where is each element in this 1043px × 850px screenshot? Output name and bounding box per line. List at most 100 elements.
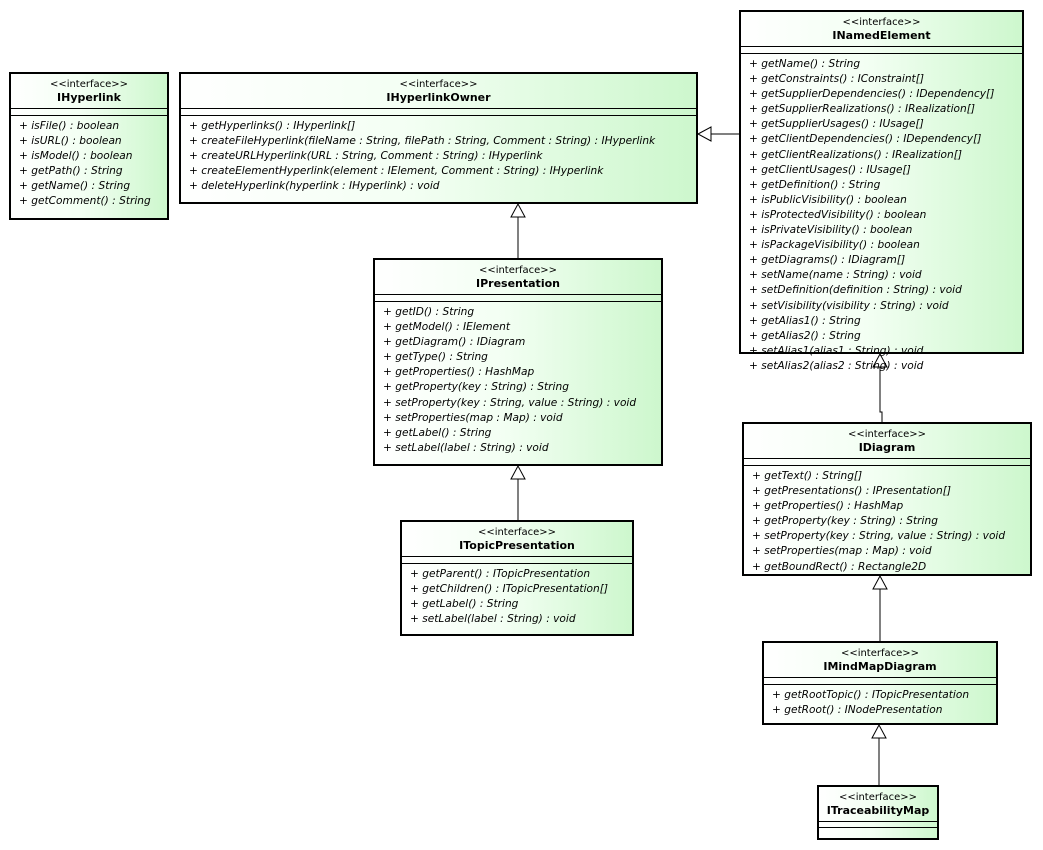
operation: + setLabel(label : String) : void bbox=[410, 613, 576, 626]
class-header: <<interface>> IHyperlink bbox=[11, 74, 167, 109]
operation: + setProperties(map : Map) : void bbox=[383, 411, 563, 424]
operation: + isModel() : boolean bbox=[19, 150, 133, 163]
operation: + getProperty(key : String) : String bbox=[752, 515, 938, 528]
class-name: IDiagram bbox=[858, 441, 916, 454]
operation: + createFileHyperlink(fileName : String,… bbox=[189, 135, 656, 148]
operations-compartment: + getID() : String + getModel() : IEleme… bbox=[375, 302, 661, 456]
class-header: <<interface>> IPresentation bbox=[375, 260, 661, 295]
operation: + setAlias1(alias1 : String) : void bbox=[749, 344, 924, 357]
operation: + getModel() : IElement bbox=[383, 321, 511, 334]
operation: + getClientDependencies() : IDependency[… bbox=[749, 133, 982, 146]
stereotype-label: <<interface>> bbox=[477, 527, 557, 538]
class-ihyperlinkowner[interactable]: <<interface>> IHyperlinkOwner + getHyper… bbox=[179, 72, 698, 204]
attributes-compartment bbox=[764, 678, 996, 685]
attributes-compartment bbox=[181, 109, 696, 116]
operations-compartment: + getHyperlinks() : IHyperlink[] + creat… bbox=[181, 116, 696, 194]
operation: + getPath() : String bbox=[19, 165, 123, 178]
operation: + getClientUsages() : IUsage[] bbox=[749, 163, 911, 176]
class-ipresentation[interactable]: <<interface>> IPresentation + getID() : … bbox=[373, 258, 663, 466]
stereotype-label: <<interface>> bbox=[49, 79, 129, 90]
operation: + getDiagram() : IDiagram bbox=[383, 336, 526, 349]
operation: + getAlias2() : String bbox=[749, 329, 861, 342]
stereotype-label: <<interface>> bbox=[838, 792, 918, 803]
class-imindmapdiagram[interactable]: <<interface>> IMindMapDiagram + getRootT… bbox=[762, 641, 998, 725]
class-name: ITopicPresentation bbox=[459, 539, 575, 552]
edge-ipresentation-to-ihyperlinkowner bbox=[510, 202, 526, 258]
operation: + setLabel(label : String) : void bbox=[383, 441, 549, 454]
operation: + getClientRealizations() : IRealization… bbox=[749, 148, 962, 161]
class-name: IHyperlink bbox=[57, 91, 121, 104]
operation: + isURL() : boolean bbox=[19, 135, 122, 148]
class-itopicpresentation[interactable]: <<interface>> ITopicPresentation + getPa… bbox=[400, 520, 634, 636]
operation: + getName() : String bbox=[749, 58, 861, 70]
operations-compartment: + getParent() : ITopicPresentation + get… bbox=[402, 564, 632, 627]
operation: + getHyperlinks() : IHyperlink[] bbox=[189, 120, 356, 132]
operation: + createElementHyperlink(element : IElem… bbox=[189, 165, 604, 178]
edge-itraceabilitymap-to-imindmapdiagram bbox=[871, 723, 887, 785]
attributes-compartment bbox=[819, 822, 937, 828]
class-header: <<interface>> IMindMapDiagram bbox=[764, 643, 996, 678]
class-name: IHyperlinkOwner bbox=[386, 91, 491, 104]
class-name: INamedElement bbox=[832, 29, 931, 42]
class-name: IMindMapDiagram bbox=[823, 660, 937, 673]
operation: + isProtectedVisibility() : boolean bbox=[749, 208, 927, 221]
operation: + getRoot() : INodePresentation bbox=[772, 704, 943, 717]
operation: + getRootTopic() : ITopicPresentation bbox=[772, 689, 970, 701]
operation: + getProperty(key : String) : String bbox=[383, 381, 569, 394]
stereotype-label: <<interface>> bbox=[842, 17, 921, 28]
class-idiagram[interactable]: <<interface>> IDiagram + getText() : Str… bbox=[742, 422, 1032, 576]
stereotype-label: <<interface>> bbox=[840, 648, 920, 659]
operation: + deleteHyperlink(hyperlink : IHyperlink… bbox=[189, 180, 440, 193]
operation: + setProperty(key : String, value : Stri… bbox=[752, 530, 1006, 543]
operations-compartment: + getText() : String[] + getPresentation… bbox=[744, 466, 1030, 575]
edge-itopicpresentation-to-ipresentation bbox=[510, 464, 526, 520]
operation: + setProperty(key : String, value : Stri… bbox=[383, 396, 637, 409]
operation: + getParent() : ITopicPresentation bbox=[410, 568, 591, 580]
operation: + isPackageVisibility() : boolean bbox=[749, 239, 920, 252]
operation: + getComment() : String bbox=[19, 195, 151, 208]
operation: + isPublicVisibility() : boolean bbox=[749, 193, 907, 206]
class-name: ITraceabilityMap bbox=[826, 804, 930, 817]
class-itraceabilitymap[interactable]: <<interface>> ITraceabilityMap bbox=[817, 785, 939, 840]
class-inamedelement[interactable]: <<interface>> INamedElement + getName() … bbox=[739, 10, 1024, 372]
operation: + getSupplierRealizations() : IRealizati… bbox=[749, 103, 975, 116]
operation: + getProperties() : HashMap bbox=[752, 500, 904, 513]
attributes-compartment bbox=[11, 109, 167, 116]
attributes-compartment bbox=[744, 459, 1030, 466]
operation: + getText() : String[] bbox=[752, 470, 863, 482]
operation: + isPrivateVisibility() : boolean bbox=[749, 224, 913, 237]
operation: + createURLHyperlink(URL : String, Comme… bbox=[189, 150, 543, 163]
operation: + getAlias1() : String bbox=[749, 314, 861, 327]
class-header: <<interface>> IHyperlinkOwner bbox=[181, 74, 696, 109]
class-header: <<interface>> ITopicPresentation bbox=[402, 522, 632, 557]
class-header: <<interface>> INamedElement bbox=[741, 12, 1022, 47]
edge-ihyperlinkowner-to-inamedelement bbox=[696, 126, 739, 142]
operations-compartment: + getRootTopic() : ITopicPresentation + … bbox=[764, 685, 996, 718]
class-ihyperlink[interactable]: <<interface>> IHyperlink + isFile() : bo… bbox=[9, 72, 169, 220]
operation: + setVisibility(visibility : String) : v… bbox=[749, 299, 949, 312]
operation: + setName(name : String) : void bbox=[749, 269, 922, 282]
operation: + getSupplierDependencies() : IDependenc… bbox=[749, 88, 995, 101]
operation: + getDiagrams() : IDiagram[] bbox=[749, 254, 906, 267]
attributes-compartment bbox=[375, 295, 661, 302]
operations-compartment: + getName() : String + getConstraints() … bbox=[741, 54, 1022, 374]
stereotype-label: <<interface>> bbox=[847, 429, 927, 440]
operation: + getPresentations() : IPresentation[] bbox=[752, 485, 952, 498]
operation: + getName() : String bbox=[19, 180, 131, 193]
class-name: IPresentation bbox=[476, 277, 560, 290]
operation: + getLabel() : String bbox=[383, 426, 492, 439]
operation: + setProperties(map : Map) : void bbox=[752, 545, 932, 558]
operation: + getDefinition() : String bbox=[749, 178, 881, 191]
operation: + getChildren() : ITopicPresentation[] bbox=[410, 583, 608, 596]
stereotype-label: <<interface>> bbox=[478, 265, 558, 276]
operation: + getBoundRect() : Rectangle2D bbox=[752, 560, 927, 573]
stereotype-label: <<interface>> bbox=[399, 79, 478, 90]
operation: + isFile() : boolean bbox=[19, 120, 120, 132]
operation: + getLabel() : String bbox=[410, 598, 519, 611]
attributes-compartment bbox=[741, 47, 1022, 54]
attributes-compartment bbox=[402, 557, 632, 564]
edge-idiagram-to-inamedelement bbox=[872, 352, 888, 422]
edge-imindmapdiagram-to-idiagram bbox=[872, 574, 888, 641]
